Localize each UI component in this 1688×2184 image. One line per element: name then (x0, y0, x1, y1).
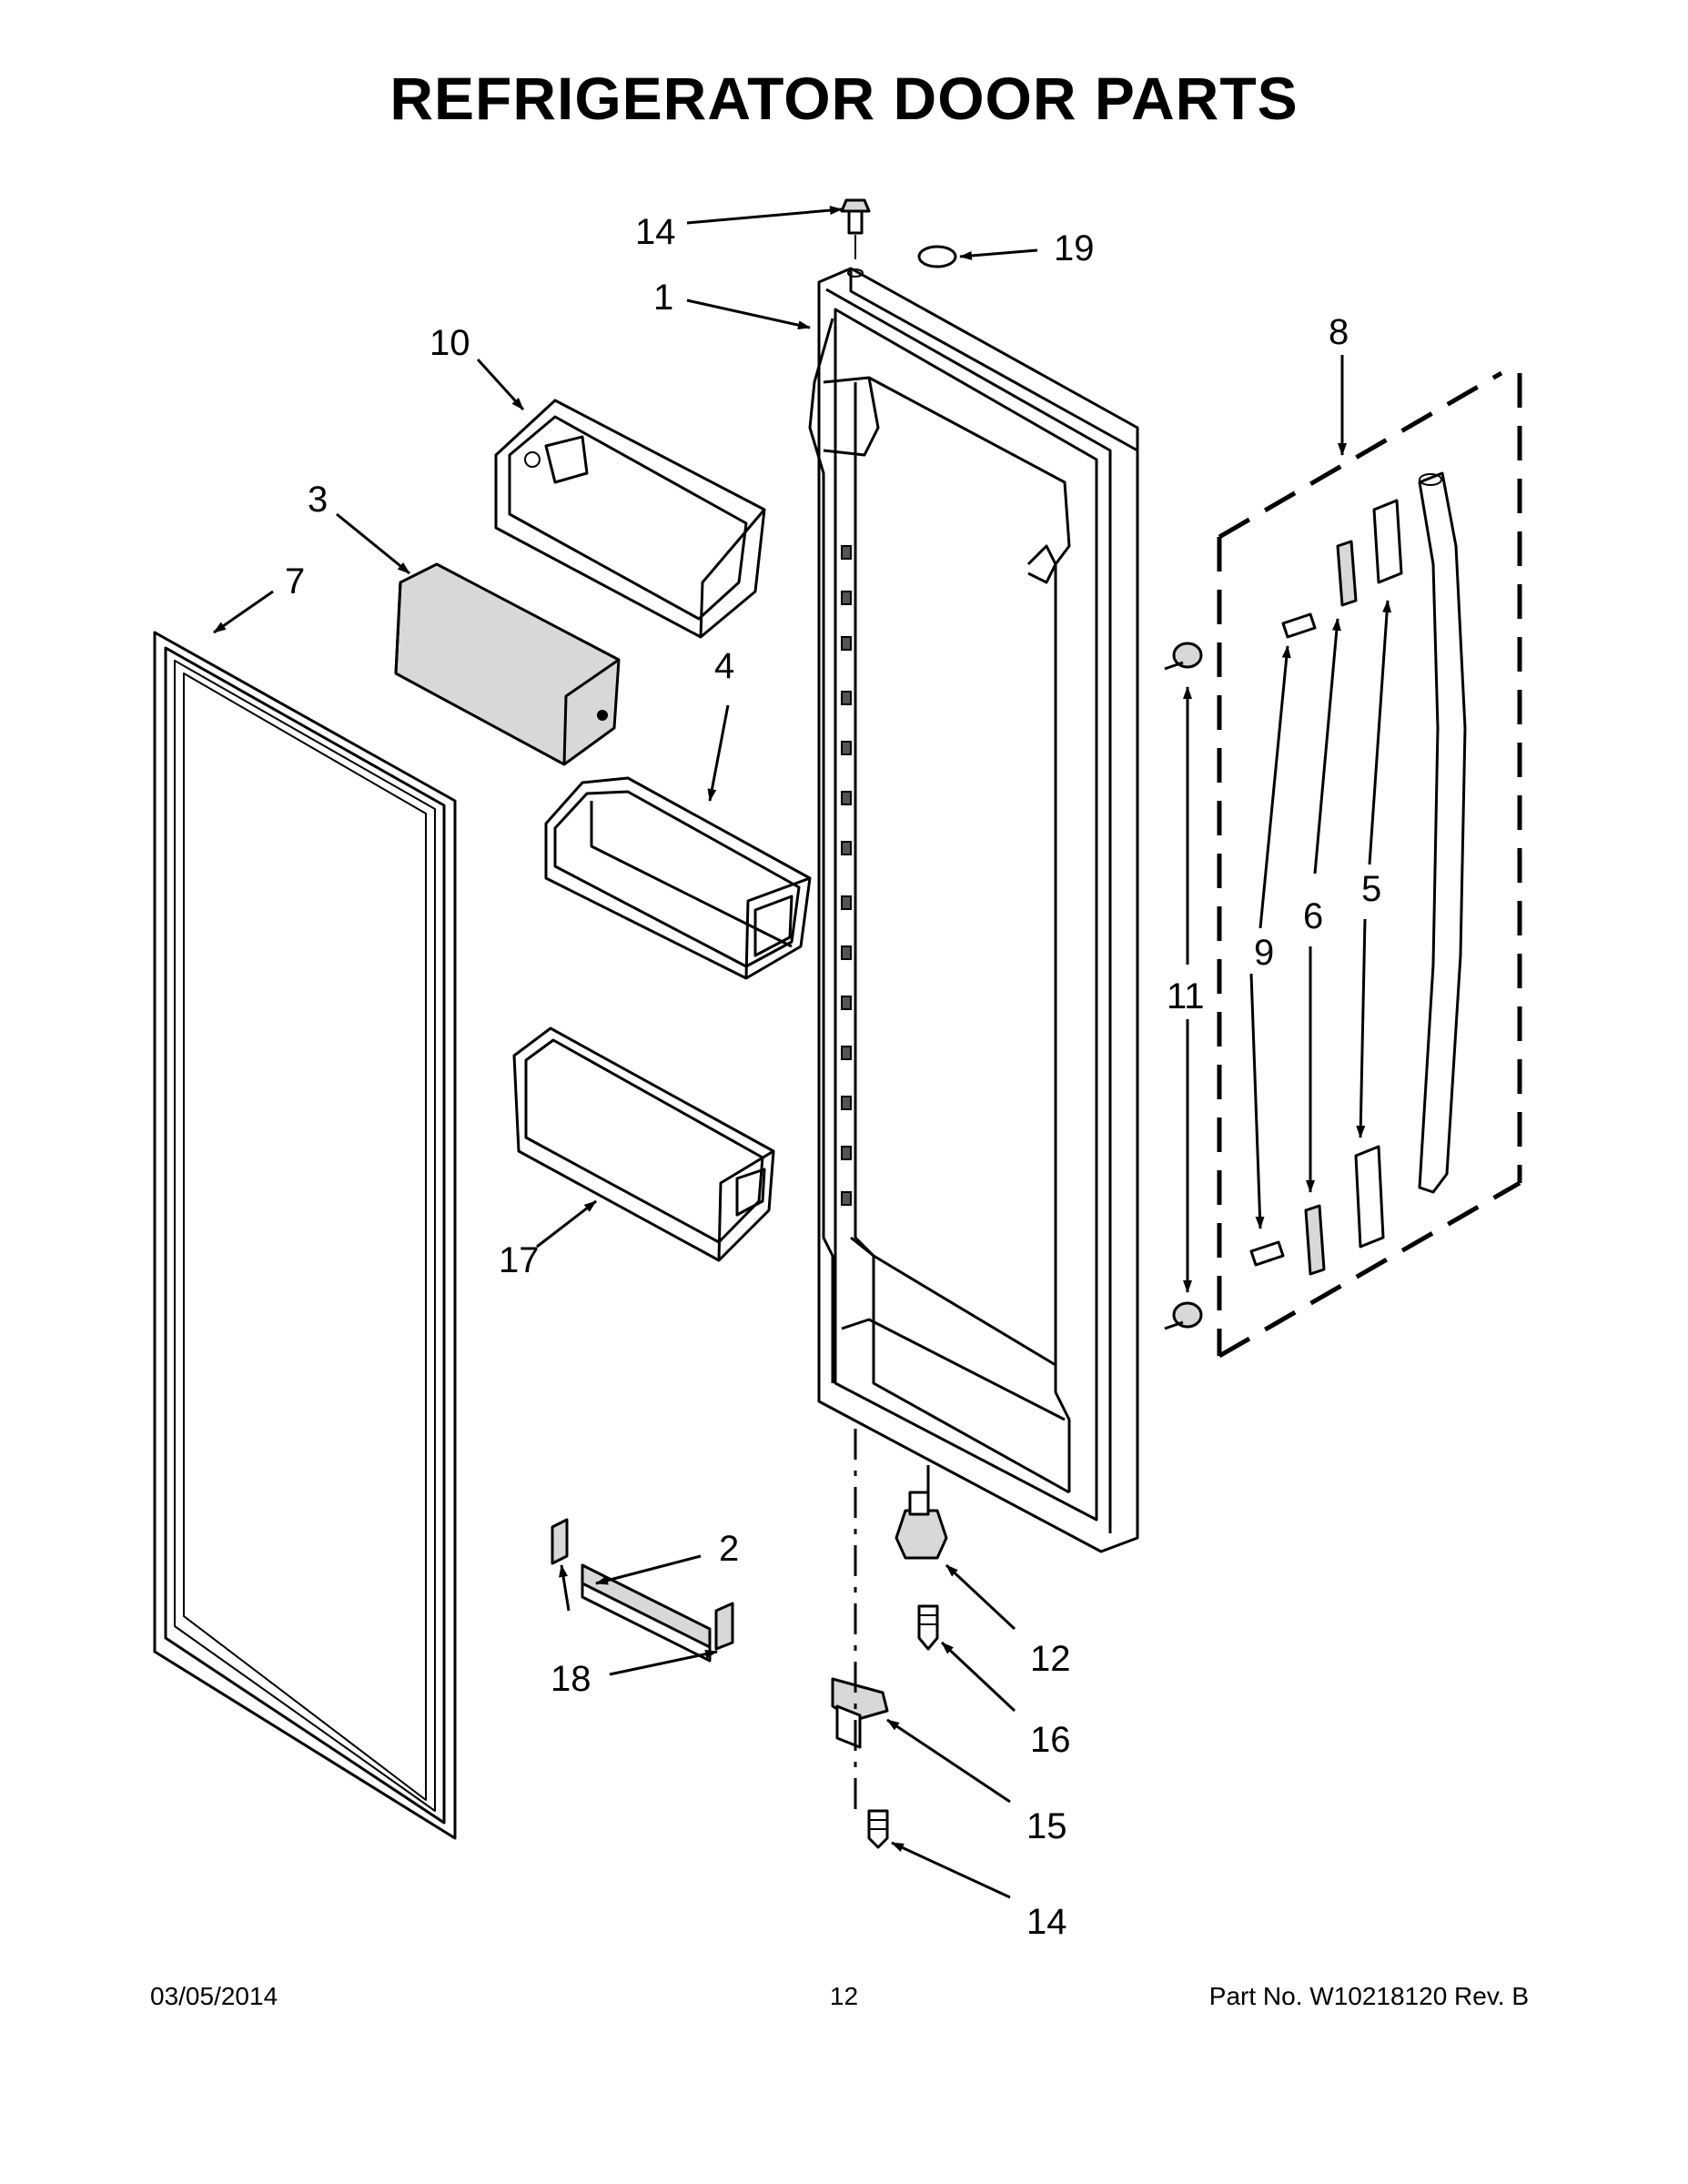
handle-kit-part-8 (1217, 370, 1522, 1359)
callout-13: 14 (635, 212, 676, 252)
page-title: REFRIGERATOR DOOR PARTS (389, 65, 1299, 132)
callout-1: 1 (653, 278, 673, 318)
callout-17: 17 (499, 1240, 540, 1280)
callout-6: 6 (1303, 896, 1323, 936)
o-ring-part-19 (917, 245, 957, 268)
callout-labels: 14 19 1 8 10 3 7 4 5 6 9 11 17 2 18 12 1… (285, 212, 1381, 1942)
handle-screw-part-9 (1249, 612, 1317, 1267)
dairy-bin-part-10 (494, 399, 766, 639)
callout-19: 19 (1054, 228, 1095, 268)
callout-16: 16 (1030, 1720, 1071, 1760)
callout-11: 11 (1167, 976, 1205, 1016)
callout-7: 7 (285, 561, 305, 602)
hinge-bushing-part-12 (895, 1491, 948, 1560)
callout-10: 10 (430, 323, 470, 363)
callout-2: 2 (719, 1529, 739, 1569)
handle-bracket-part-6 (1304, 540, 1358, 1276)
hinge-bracket-part-15 (831, 1677, 889, 1749)
callout-18: 18 (551, 1659, 591, 1699)
screw-part-16 (917, 1604, 939, 1651)
end-cap-part-18 (551, 1518, 734, 1651)
hinge-bushing-part-13 (840, 198, 871, 259)
handle-stud-part-11 (1164, 642, 1203, 1330)
callout-8: 8 (1329, 312, 1349, 352)
door-bin-part-17 (512, 1026, 775, 1262)
footer-part-number: Part No. W10218120 Rev. B (1208, 1982, 1529, 2010)
callout-4: 4 (714, 646, 734, 686)
shelf-ladder-slots (841, 545, 852, 1206)
callout-5: 5 (1361, 869, 1381, 909)
door-handle-part-5 (1354, 471, 1467, 1249)
leader-lines (213, 206, 1392, 1899)
callout-3: 3 (308, 480, 328, 520)
screw-part-14 (867, 1809, 889, 1849)
footer-page-number: 12 (829, 1982, 859, 2010)
door-assembly-part-1 (808, 267, 1139, 1553)
callout-15: 15 (1026, 1806, 1067, 1846)
dairy-door-part-3 (394, 562, 621, 766)
callout-12: 12 (1030, 1639, 1071, 1679)
door-shelf-rail-part-2 (581, 1563, 712, 1663)
door-bin-part-4 (544, 776, 812, 980)
callout-9: 9 (1254, 933, 1274, 973)
callout-14: 14 (1026, 1902, 1067, 1942)
footer-date: 03/05/2014 (150, 1982, 278, 2010)
door-gasket-part-7 (153, 631, 457, 1840)
